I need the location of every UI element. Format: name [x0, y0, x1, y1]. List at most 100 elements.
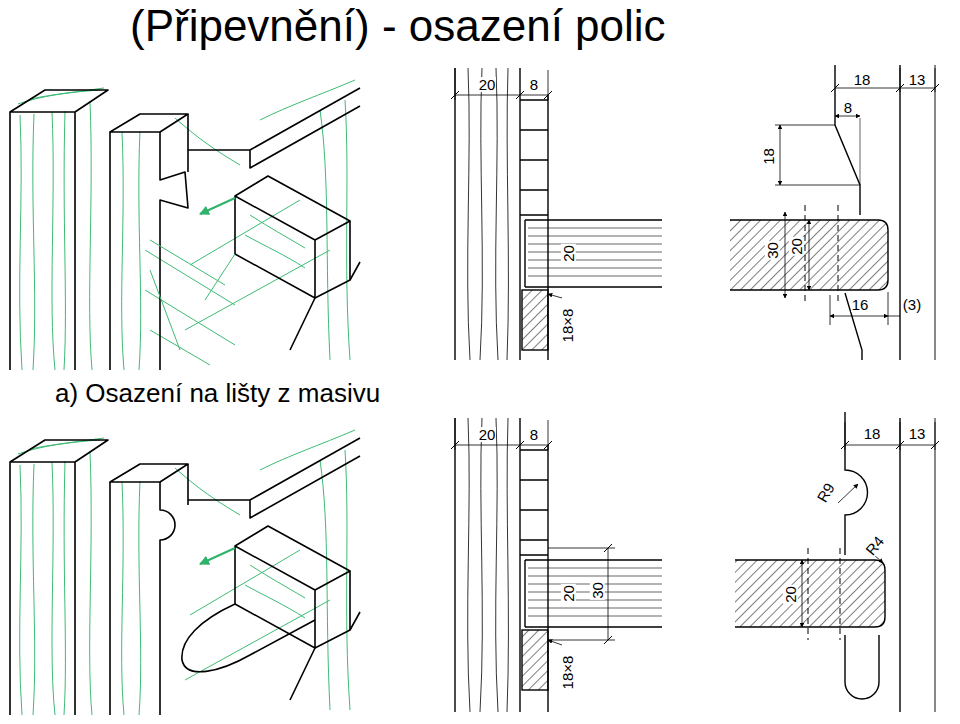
profile-dovetail	[835, 116, 860, 117]
iso-sketch-round	[235, 546, 315, 648]
iso-sketch-round	[33, 464, 35, 715]
dimension-label: 8	[529, 427, 539, 442]
section-middle-bottom	[455, 418, 548, 450]
dimension-label: 20	[478, 427, 497, 442]
section-middle-top	[455, 95, 548, 96]
section-middle-top	[451, 91, 552, 99]
dimension-label: 18	[761, 147, 776, 166]
section-middle-top	[548, 294, 562, 298]
section-middle-bottom	[455, 418, 548, 712]
profile-round	[735, 412, 939, 712]
profile-dovetail	[888, 316, 900, 317]
section-middle-top	[525, 220, 662, 287]
iso-sketch-dovetail	[90, 102, 92, 370]
section-middle-top	[522, 290, 548, 350]
section-middle-bottom	[480, 418, 482, 712]
section-middle-top	[480, 68, 482, 360]
iso-sketch-round	[90, 452, 92, 715]
iso-sketch-round	[290, 612, 360, 700]
section-middle-bottom	[507, 418, 508, 712]
section-middle-bottom	[520, 450, 548, 555]
dimension-label: R9	[814, 479, 838, 505]
dimension-label: 20	[789, 237, 804, 256]
iso-sketch-dovetail	[200, 198, 235, 214]
iso-sketch-dovetail	[52, 112, 55, 370]
iso-sketch-round	[182, 604, 315, 672]
section-middle-top	[496, 68, 498, 360]
iso-sketch-round	[64, 461, 65, 715]
section-middle-top	[520, 100, 548, 215]
section-middle-bottom	[548, 640, 562, 645]
iso-sketch-round	[122, 482, 124, 715]
dimension-label: R4	[862, 532, 887, 558]
iso-sketch-dovetail	[205, 254, 235, 300]
dimension-label: 13	[908, 426, 927, 441]
iso-sketch-dovetail	[10, 80, 360, 370]
section-middle-bottom	[496, 418, 498, 712]
iso-sketch-round	[18, 440, 100, 454]
iso-sketch-dovetail	[235, 176, 350, 240]
profile-dovetail	[835, 88, 935, 89]
profile-round	[934, 418, 936, 712]
profile-dovetail	[730, 220, 888, 290]
iso-sketch-dovetail	[33, 114, 35, 370]
iso-sketch-dovetail	[110, 132, 188, 370]
section-middle-bottom	[522, 630, 548, 690]
iso-sketch-dovetail	[315, 221, 350, 298]
iso-sketch-dovetail	[64, 111, 65, 370]
iso-sketch-dovetail	[110, 114, 188, 132]
section-middle-bottom	[525, 560, 662, 627]
iso-sketch-round	[315, 571, 350, 648]
dimension-label: 8	[843, 100, 853, 115]
section-middle-bottom	[528, 568, 662, 616]
iso-sketch-dovetail	[150, 240, 225, 350]
iso-sketch-dovetail	[188, 88, 360, 168]
iso-sketch-round	[187, 464, 189, 505]
iso-sketch-dovetail	[10, 90, 108, 370]
iso-sketch-round	[175, 468, 240, 515]
profile-round	[838, 484, 858, 503]
dimension-label: 20	[478, 77, 497, 92]
section-middle-top	[455, 68, 548, 360]
dimension-label: 20	[561, 584, 576, 603]
iso-sketch-dovetail	[139, 131, 141, 370]
profile-dovetail	[785, 212, 786, 298]
section-middle-bottom	[468, 418, 470, 712]
iso-sketch-round	[110, 482, 175, 715]
iso-sketch-dovetail	[175, 118, 240, 165]
section-middle-bottom	[528, 568, 662, 616]
profile-dovetail	[860, 118, 861, 185]
section-middle-bottom	[608, 548, 609, 640]
profile-dovetail	[730, 65, 939, 360]
dimension-label: 13	[908, 72, 927, 87]
dimension-label: 30	[590, 581, 605, 600]
profile-round	[802, 560, 803, 627]
iso-sketch-round	[235, 526, 350, 590]
section-middle-bottom	[455, 445, 548, 446]
dimension-label: 20	[561, 244, 576, 263]
profile-dovetail	[934, 65, 936, 360]
iso-sketch-round	[52, 462, 55, 715]
section-middle-top	[528, 228, 662, 276]
profile-dovetail	[780, 125, 781, 185]
profile-dovetail	[830, 316, 888, 317]
profile-round	[735, 560, 885, 627]
section-middle-top	[507, 68, 508, 360]
section-middle-bottom	[451, 418, 662, 712]
figure-caption: a) Osazení na lišty z masivu	[55, 380, 380, 406]
section-middle-top	[468, 68, 470, 360]
iso-sketch-round	[139, 481, 141, 715]
profile-round	[845, 635, 879, 699]
iso-sketch-dovetail	[245, 235, 305, 268]
iso-sketch-dovetail	[235, 196, 315, 298]
profile-round	[845, 445, 935, 446]
iso-sketch-round	[10, 440, 108, 715]
dimension-label: 18×8	[560, 654, 575, 690]
iso-sketch-round	[188, 438, 360, 518]
iso-sketch-dovetail	[187, 114, 189, 172]
dimension-label: 18×8	[560, 307, 575, 343]
iso-sketch-round	[18, 430, 355, 715]
section-middle-bottom	[468, 418, 509, 712]
page-title: (Připevnění) - osazení polic	[130, 4, 666, 48]
